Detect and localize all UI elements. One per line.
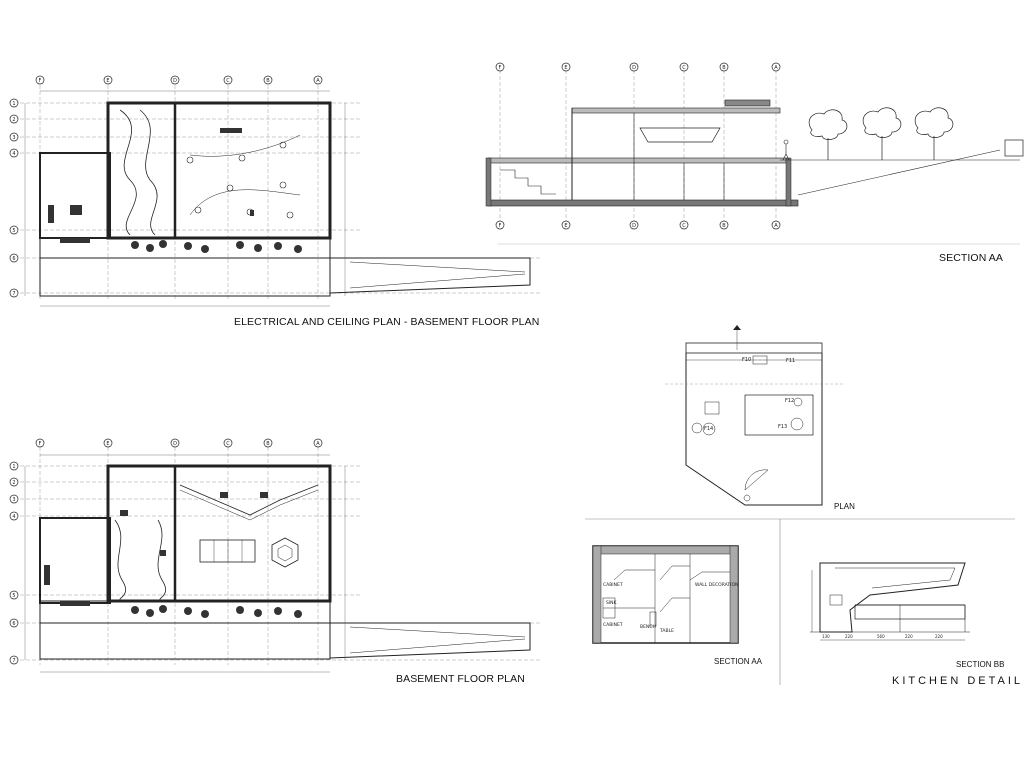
svg-text:D: D: [632, 223, 636, 229]
kitchen-section-aa: CABINET SINK CABINET BENCH TABLE WALL DE…: [592, 545, 739, 644]
note-table: TABLE: [659, 628, 674, 634]
tag-f12: F12: [785, 398, 794, 404]
svg-text:4: 4: [12, 514, 15, 520]
svg-text:2: 2: [12, 480, 15, 486]
svg-text:B: B: [722, 223, 726, 229]
svg-text:B: B: [722, 65, 726, 71]
note-cabinet-upper: CABINET: [603, 582, 623, 588]
svg-text:D: D: [173, 78, 177, 84]
svg-text:A: A: [774, 65, 778, 71]
svg-text:C: C: [226, 78, 230, 84]
svg-text:7: 7: [12, 291, 15, 297]
dim-4: 220: [905, 634, 913, 639]
svg-text:C: C: [226, 441, 230, 447]
ceiling-plan-title: ELECTRICAL AND CEILING PLAN - BASEMENT F…: [234, 316, 540, 328]
svg-text:F: F: [499, 223, 502, 229]
kitchen-section-aa-title: SECTION AA: [714, 657, 763, 666]
svg-text:5: 5: [12, 593, 15, 599]
svg-text:4: 4: [12, 151, 15, 157]
kitchen-plan: F10 F11 F12 F13 F14: [665, 325, 845, 506]
tag-f10: F10: [742, 357, 751, 363]
note-bench: BENCH: [640, 624, 656, 630]
svg-text:D: D: [632, 65, 636, 71]
sheet-title: KITCHEN DETAIL: [892, 675, 1024, 687]
svg-text:A: A: [316, 441, 320, 447]
svg-text:F: F: [39, 441, 42, 447]
svg-text:3: 3: [12, 135, 15, 141]
svg-text:E: E: [106, 78, 109, 84]
svg-text:A: A: [774, 223, 778, 229]
note-sink: SINK: [606, 600, 618, 606]
kitchen-section-bb-title: SECTION BB: [956, 660, 1005, 669]
tag-f14: F14: [704, 426, 713, 432]
note-cabinet-lower: CABINET: [603, 622, 623, 628]
kitchen-section-bb: 130 220 560 220 220: [810, 562, 970, 641]
section-aa-title: SECTION AA: [939, 252, 1004, 264]
dim-5: 220: [935, 634, 943, 639]
svg-text:6: 6: [12, 621, 15, 627]
svg-text:E: E: [564, 65, 567, 71]
svg-text:1: 1: [12, 101, 15, 107]
kitchen-plan-title: PLAN: [834, 502, 855, 511]
svg-text:7: 7: [12, 658, 15, 664]
basement-plan-title: BASEMENT FLOOR PLAN: [396, 673, 525, 685]
tag-f11: F11: [786, 358, 795, 364]
note-wall-decoration: WALL DECORATION: [695, 582, 738, 588]
svg-text:E: E: [106, 441, 109, 447]
svg-text:B: B: [266, 78, 270, 84]
svg-text:5: 5: [12, 228, 15, 234]
svg-text:D: D: [173, 441, 177, 447]
svg-text:B: B: [266, 441, 270, 447]
svg-text:F: F: [499, 65, 502, 71]
dim-2: 220: [845, 634, 853, 639]
svg-text:C: C: [682, 65, 686, 71]
svg-text:F: F: [39, 78, 42, 84]
basement-plan: F E D C B A 1 2 3 4 5 6 7: [9, 438, 540, 673]
tag-f13: F13: [778, 424, 787, 430]
svg-text:A: A: [316, 78, 320, 84]
svg-text:3: 3: [12, 497, 15, 503]
svg-text:2: 2: [12, 117, 15, 123]
section-dividers: [585, 518, 1015, 685]
svg-text:6: 6: [12, 256, 15, 262]
dim-3: 560: [877, 634, 885, 639]
svg-text:E: E: [564, 223, 567, 229]
section-aa: F E D C B A F E D C B A: [485, 62, 1024, 245]
svg-text:1: 1: [12, 464, 15, 470]
dim-1: 130: [822, 634, 830, 639]
ceiling-plan: F E D C B A 1 2 3 4 5 6 7: [9, 75, 540, 307]
svg-text:C: C: [682, 223, 686, 229]
